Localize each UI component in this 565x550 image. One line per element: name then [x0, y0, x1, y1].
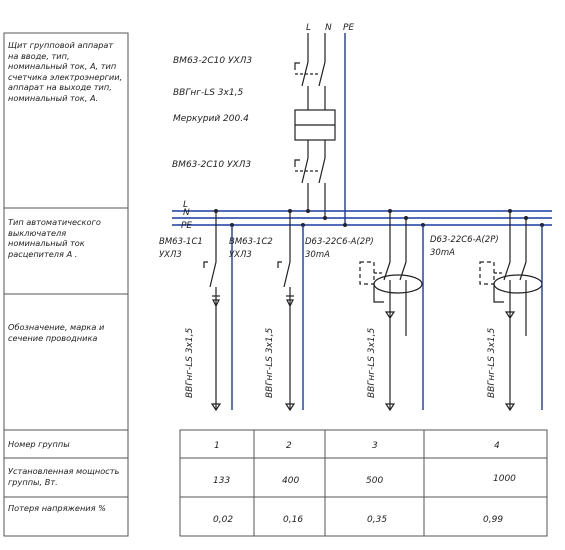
input-breaker-label: ВМ63-2С10 УХЛ3: [173, 56, 252, 66]
group-2-breaker-label: ВМ63-1С2: [229, 237, 273, 247]
group-1-power: 133: [213, 476, 230, 486]
label-frame-border: [3, 32, 129, 537]
group-4-cable-label: ВВГнг-LS 3х1,5: [487, 328, 497, 398]
group-4-circuit: [479, 211, 543, 412]
group-2-circuit: [277, 211, 296, 412]
label-voltage-loss: Потеря напряжения %: [8, 503, 106, 513]
group-2-power: 400: [282, 476, 299, 486]
bus-label-n: N: [183, 208, 190, 218]
group-1-breaker-sublabel: УХЛ3: [159, 250, 182, 260]
group-2-number: 2: [286, 441, 292, 451]
group-1-circuit: [203, 211, 222, 412]
group-3-power: 500: [366, 476, 383, 486]
conductor-label-l: L: [306, 23, 311, 33]
label-installed-power: Установленная мощность группы, Вт.: [8, 466, 120, 487]
group-3-cable-label: ВВГнг-LS 3х1,5: [367, 328, 377, 398]
group-3-circuit: [359, 211, 423, 412]
label-breaker-type: Тип автоматического выключателя номиналь…: [8, 217, 101, 259]
group-2-voltage-loss: 0,16: [283, 515, 303, 525]
label-input-device: Щит групповой аппарат на вводе, тип, ном…: [8, 40, 123, 103]
output-breaker-label: ВМ63-2С10 УХЛ3: [172, 160, 251, 170]
group-1-breaker-label: ВМ63-1С1: [159, 237, 203, 247]
group-3-number: 3: [372, 441, 378, 451]
bus-label-l: L: [183, 200, 188, 210]
incoming-conductors: [294, 33, 326, 218]
group-1-number: 1: [214, 441, 220, 451]
bus-bars: [172, 210, 552, 226]
label-frame: [3, 32, 129, 537]
group-4-breaker-label: D63-22C6-A(2P): [430, 235, 499, 245]
group-4-breaker-sublabel: 30mA: [430, 248, 455, 258]
group-3-breaker-label: D63-22C6-A(2P): [305, 237, 374, 247]
meter-label: Меркурий 200.4: [173, 114, 249, 124]
label-conductor: Обозначение, марка и сечение проводника: [8, 322, 105, 343]
group-2-cable-label: ВВГнг-LS 3х1,5: [265, 328, 275, 398]
group-3-voltage-loss: 0,35: [367, 515, 387, 525]
group-table: [179, 429, 548, 537]
group-4-power: 1000: [493, 474, 516, 484]
label-group-number: Номер группы: [8, 439, 70, 449]
group-1-cable-label: ВВГнг-LS 3х1,5: [185, 328, 195, 398]
group-2-breaker-sublabel: УХЛ3: [229, 250, 252, 260]
conductor-label-pe: PE: [343, 23, 354, 33]
group-1-voltage-loss: 0,02: [213, 515, 233, 525]
bus-label-pe: PE: [181, 221, 192, 231]
group-4-voltage-loss: 0,99: [483, 515, 503, 525]
group-4-number: 4: [494, 441, 500, 451]
conductor-label-n: N: [325, 23, 332, 33]
group-3-breaker-sublabel: 30mA: [305, 250, 330, 260]
input-cable-label: ВВГнг-LS 3х1,5: [173, 88, 243, 98]
